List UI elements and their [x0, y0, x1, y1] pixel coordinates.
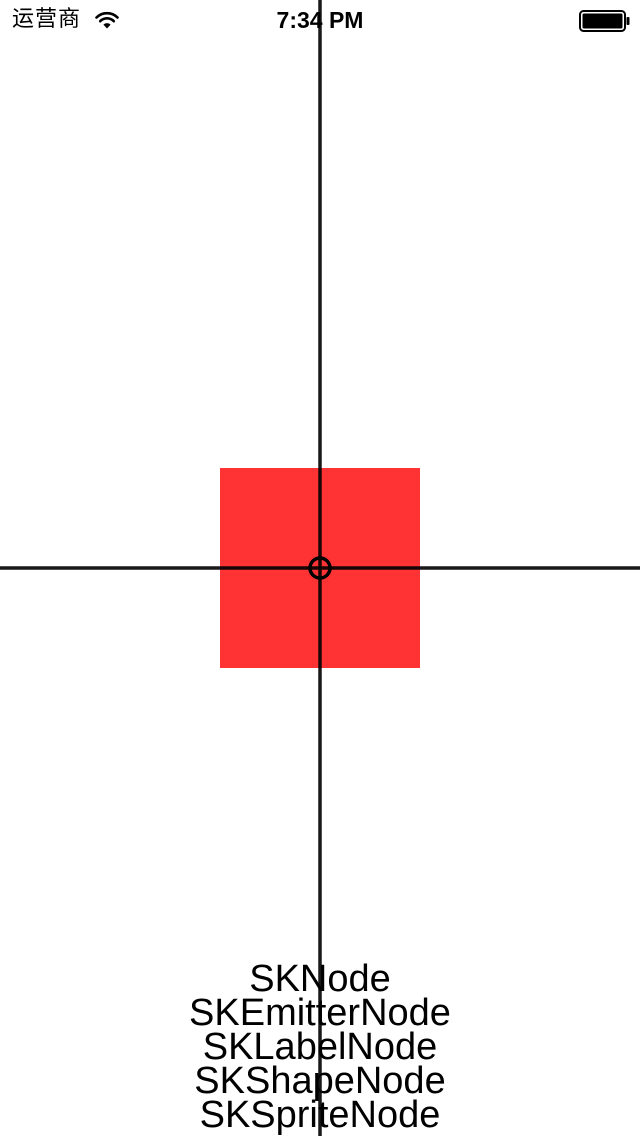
status-bar: 运营商 7:34 PM [0, 0, 640, 40]
status-time: 7:34 PM [276, 7, 364, 33]
carrier-label: 运营商 [12, 7, 82, 32]
node-label-skshapenode[interactable]: SKShapeNode [194, 1060, 446, 1102]
node-label-skspritenode[interactable]: SKSpriteNode [199, 1094, 441, 1136]
node-label-sknode[interactable]: SKNode [249, 958, 391, 1000]
node-label-sklabelnode[interactable]: SKLabelNode [202, 1026, 438, 1068]
battery-icon [579, 10, 630, 32]
anchor-point-circle-icon [308, 556, 332, 580]
node-label-skemitternode[interactable]: SKEmitterNode [189, 992, 451, 1034]
wifi-icon [95, 11, 119, 29]
node-type-list: SKNode SKEmitterNode SKLabelNode SKShape… [0, 958, 640, 1136]
